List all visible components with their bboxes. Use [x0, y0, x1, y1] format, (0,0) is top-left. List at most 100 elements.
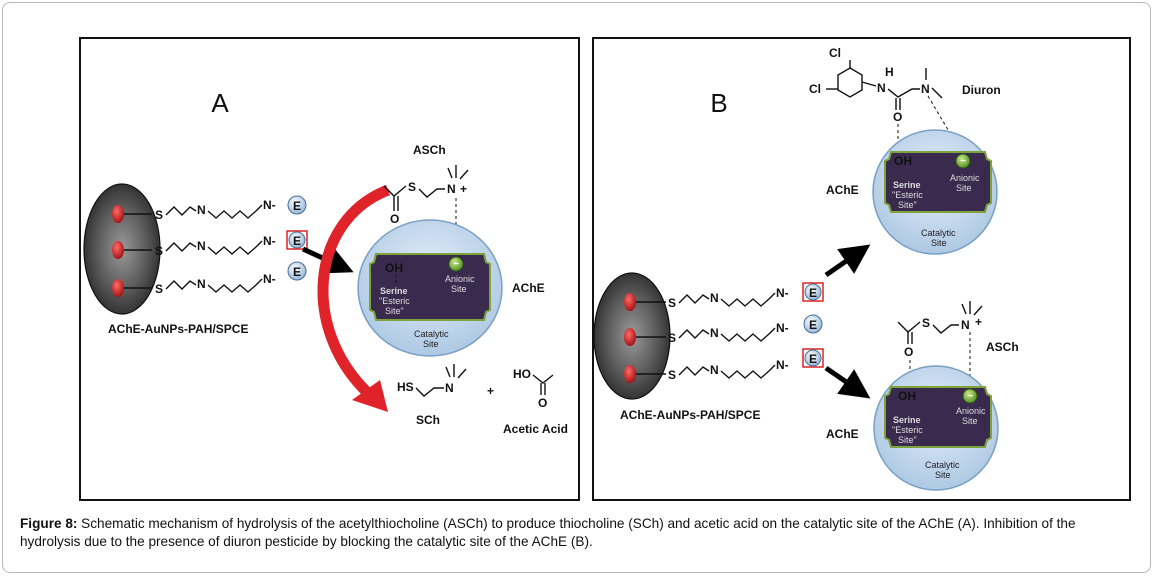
serine-oh: OH	[898, 389, 916, 403]
nitrogen-atom: N-	[263, 272, 276, 286]
acetic-acid-molecule: HO O Acetic Acid	[503, 367, 568, 436]
enzyme-marker-circle	[803, 314, 823, 334]
serine-oh: OH	[894, 154, 912, 168]
nitrogen-atom: N	[710, 363, 719, 377]
caption-prefix: Figure 8:	[20, 516, 78, 531]
panel-b: B Cl Cl H N O N Diuron OH Se	[592, 37, 1131, 501]
panel-b-letter: B	[710, 88, 727, 118]
negative-charge: −	[453, 259, 459, 270]
enzyme-marker-circle	[287, 195, 307, 215]
gold-nanoparticle	[112, 241, 124, 259]
mechanism-diagram: A S N N- S N N- S	[79, 37, 1131, 501]
gold-nanoparticle	[624, 365, 636, 383]
hydrolysis-arrow-head	[352, 380, 388, 412]
binding-arrow-a	[301, 246, 354, 274]
benzene-ring	[837, 67, 863, 98]
anionic-site-marker	[955, 153, 971, 169]
nitrogen-atom: N	[197, 203, 206, 217]
arrow-to-inhibited-enzyme	[824, 244, 871, 278]
gold-nanoparticle	[624, 328, 636, 346]
nitrogen-atom: N-	[263, 198, 276, 212]
catalytic-label: Site	[931, 238, 947, 248]
enzyme-label-b-top: AChE	[826, 183, 859, 197]
sch-molecule: HS N SCh	[397, 364, 467, 427]
esteric-label: "Esteric	[892, 425, 923, 435]
enzyme-marker-label: E	[293, 199, 301, 213]
nitrogen-atom: N	[197, 239, 206, 253]
anionic-site-marker	[962, 388, 978, 404]
hydrogen-atom: H	[885, 65, 894, 79]
serine-oh: OH	[385, 261, 403, 275]
nitrogen-atom: N	[961, 318, 970, 332]
thiol-group: HS	[397, 380, 414, 394]
sulfur-atom: S	[155, 208, 163, 222]
enzyme-marker-label: E	[809, 286, 817, 300]
nitrogen-atom: N-	[776, 321, 789, 335]
enzyme-marker-circle	[288, 231, 306, 249]
nitrogen-atom: N	[710, 326, 719, 340]
enzyme-marker-circle	[804, 349, 822, 367]
sulfur-atom: S	[922, 316, 930, 330]
anionic-label: Anionic	[445, 274, 475, 284]
acetic-acid-label: Acetic Acid	[503, 422, 568, 436]
electrode-a	[83, 183, 161, 315]
nitrogen-atom: N	[877, 81, 886, 95]
enzyme-label-b-bottom: AChE	[826, 427, 859, 441]
esteric-label: Site"	[898, 435, 917, 445]
nitrogen-atom: N-	[776, 286, 789, 300]
enzyme-markers-a: E E E	[286, 195, 308, 281]
catalytic-label: Catalytic	[921, 228, 956, 238]
anionic-label: Site	[451, 284, 467, 294]
linker-chains-a: S N N- S N N- S N N-	[155, 198, 276, 296]
electrode-label-a: AChE-AuNPs-PAH/SPCE	[108, 322, 248, 336]
active-site	[369, 253, 491, 321]
serine-label: Serine	[893, 180, 921, 190]
electrode-label-b: AChE-AuNPs-PAH/SPCE	[620, 408, 760, 422]
enzyme-marker-label: E	[809, 352, 817, 366]
sulfur-atom: S	[408, 180, 416, 194]
gold-nanoparticle	[112, 279, 124, 297]
positive-charge: +	[460, 182, 467, 196]
oxygen-atom: O	[904, 345, 913, 359]
enzyme-marker-label: E	[293, 265, 301, 279]
anionic-label: Site	[956, 183, 972, 193]
oxygen-atom: O	[390, 212, 399, 226]
asch-label: ASCh	[413, 143, 446, 157]
nitrogen-atom: N	[447, 182, 456, 196]
nitrogen-atom: N	[197, 277, 206, 291]
sulfur-atom: S	[668, 296, 676, 310]
enzyme-label-a: AChE	[512, 281, 545, 295]
oxygen-atom: O	[538, 396, 547, 410]
nitrogen-atom: N-	[263, 234, 276, 248]
serine-label: Serine	[380, 286, 408, 296]
arrow-to-active-enzyme	[824, 365, 871, 399]
electrode-b	[593, 272, 671, 400]
catalytic-label: Catalytic	[414, 329, 449, 339]
esteric-label: "Esteric	[379, 296, 410, 306]
diuron-molecule: Cl Cl H N O N Diuron	[809, 46, 1001, 152]
nitrogen-atom: N	[445, 381, 454, 395]
sulfur-atom: S	[155, 244, 163, 258]
figure-caption: Figure 8: Schematic mechanism of hydroly…	[20, 515, 1130, 551]
gold-nanoparticle	[624, 293, 636, 311]
hydrolysis-arrow	[317, 184, 391, 400]
catalytic-label: Site	[935, 470, 951, 480]
catalytic-label: Catalytic	[925, 460, 960, 470]
chlorine-atom: Cl	[809, 82, 821, 96]
chlorine-atom: Cl	[829, 46, 841, 60]
anionic-label: Anionic	[950, 173, 980, 183]
gold-nanoparticle	[112, 205, 124, 223]
esteric-label: Site"	[898, 200, 917, 210]
enzyme-marker-label: E	[809, 318, 817, 332]
nitrogen-atom: N	[710, 291, 719, 305]
active-site	[884, 386, 992, 448]
enzyme-marker-circle	[287, 261, 307, 281]
enzyme-marker-highlight	[802, 348, 824, 368]
sulfur-atom: S	[668, 368, 676, 382]
anionic-site-marker	[448, 256, 464, 272]
anionic-label: Site	[962, 416, 978, 426]
hydroxyl-group: HO	[513, 367, 531, 381]
negative-charge: −	[960, 156, 966, 167]
nitrogen-atom: N-	[776, 358, 789, 372]
esteric-label: "Esteric	[892, 190, 923, 200]
